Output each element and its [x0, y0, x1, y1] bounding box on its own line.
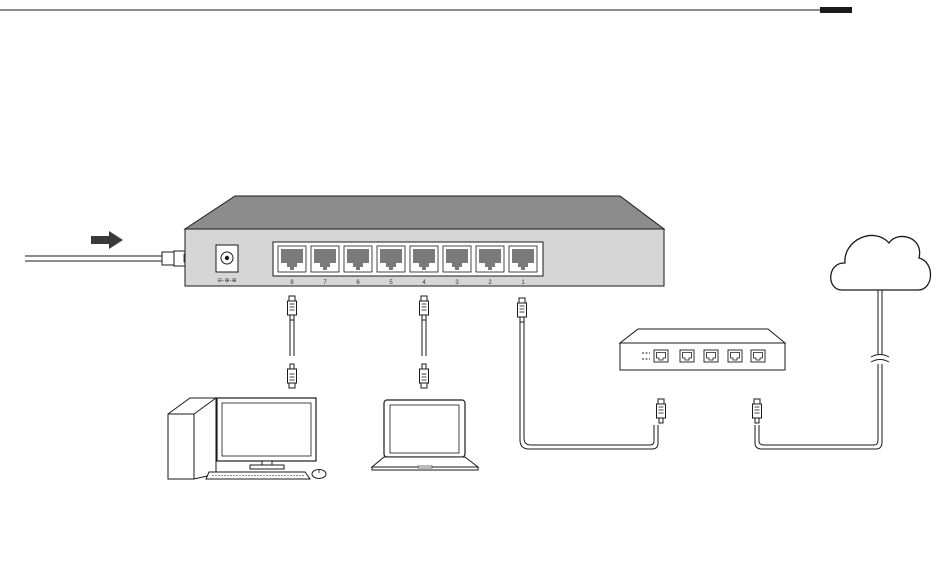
- desktop-computer-icon: [168, 398, 326, 479]
- port-5: [377, 246, 405, 272]
- laptop-icon: [372, 400, 478, 470]
- port-1: [509, 246, 537, 272]
- cable-router: [518, 298, 666, 449]
- ethernet-connector-icon: [753, 399, 762, 423]
- switch-top: [185, 196, 664, 229]
- port-8: [278, 246, 306, 272]
- power-jack: ⊖-⊕-⊕: [216, 245, 238, 284]
- port-3: [443, 246, 471, 272]
- cable-laptop: [420, 296, 429, 388]
- power-plug-icon: [25, 251, 204, 266]
- ethernet-connector-icon: [288, 364, 297, 388]
- ethernet-connector-icon: [420, 364, 429, 388]
- cloud-icon: [831, 235, 931, 290]
- ethernet-connector-icon: [420, 296, 429, 320]
- ethernet-connector-icon: [288, 296, 297, 320]
- ethernet-connector-icon: [518, 298, 527, 322]
- port-7: [311, 246, 339, 272]
- network-switch: ⊖-⊕-⊕ 8 7 6 5 4 3 2 1: [185, 196, 664, 286]
- port-4: [410, 246, 438, 272]
- port-2: [476, 246, 504, 272]
- router-icon: [620, 329, 785, 370]
- power-polarity-label: ⊖-⊕-⊕: [217, 277, 236, 284]
- header-rule-tab: [820, 7, 852, 13]
- arrow-right-icon: [91, 231, 123, 249]
- cable-desktop: [288, 296, 297, 388]
- port-6: [344, 246, 372, 272]
- ethernet-connector-icon: [657, 399, 666, 423]
